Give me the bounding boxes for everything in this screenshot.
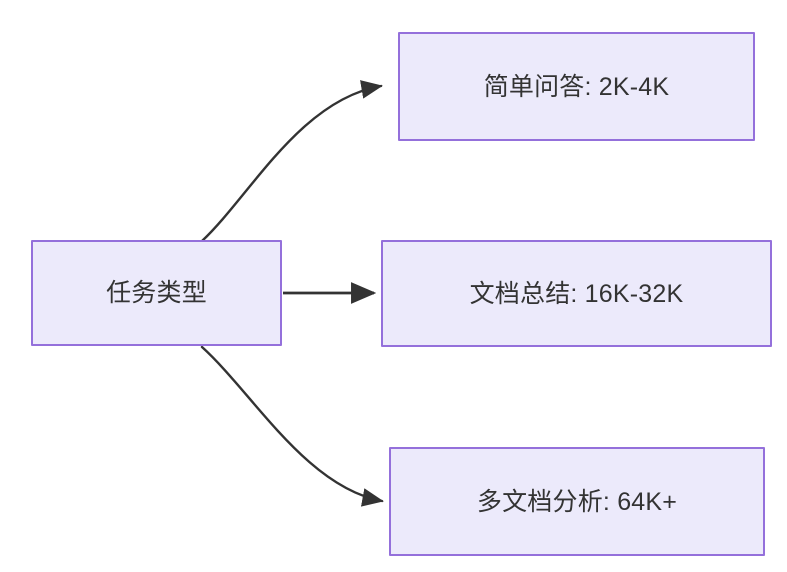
node-doc-summary-label: 文档总结: 16K-32K bbox=[469, 279, 684, 308]
node-multi-doc[interactable]: 多文档分析: 64K+ bbox=[389, 447, 765, 556]
node-task-type-label: 任务类型 bbox=[106, 279, 207, 307]
edge-root-to-simple-qa bbox=[200, 80, 383, 243]
node-simple-qa-label: 简单问答: 2K-4K bbox=[483, 72, 670, 101]
node-multi-doc-label: 多文档分析: 64K+ bbox=[476, 487, 678, 516]
edge-root-to-multi-doc bbox=[200, 345, 384, 507]
node-simple-qa[interactable]: 简单问答: 2K-4K bbox=[398, 32, 755, 141]
node-doc-summary[interactable]: 文档总结: 16K-32K bbox=[381, 240, 772, 347]
node-task-type[interactable]: 任务类型 bbox=[31, 240, 282, 346]
